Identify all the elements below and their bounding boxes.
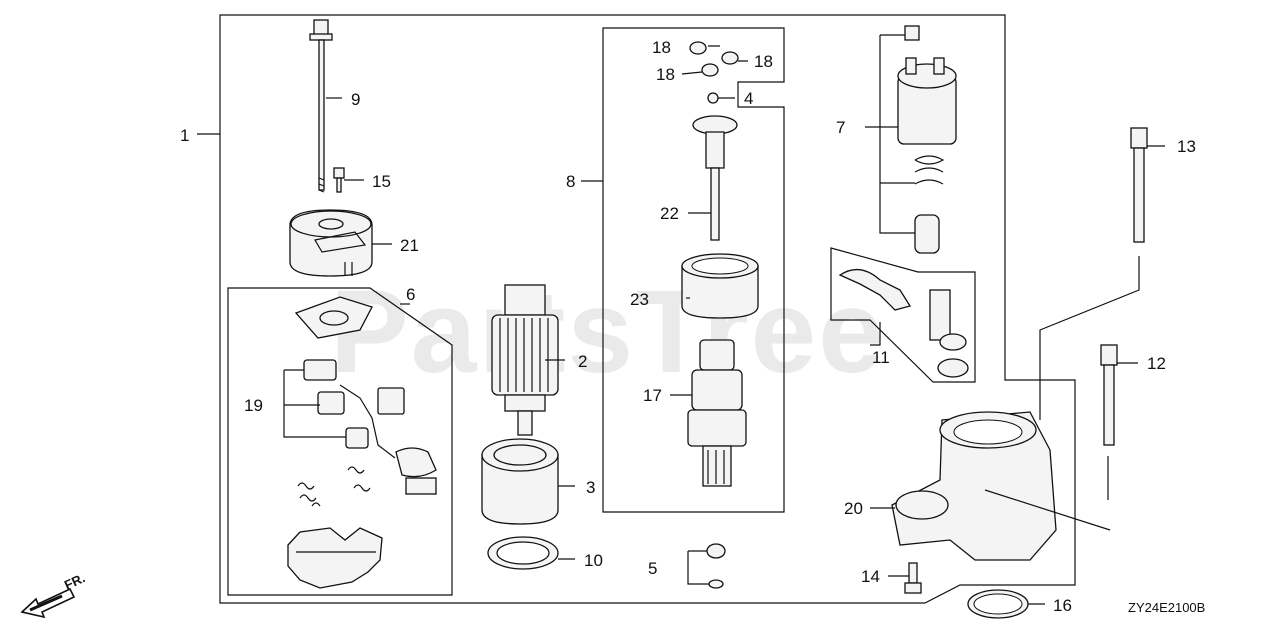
callout-5: 5 — [648, 559, 657, 578]
callout-7: 7 — [836, 118, 845, 137]
callout-9: 9 — [351, 90, 360, 109]
callout-20: 20 — [844, 499, 863, 518]
diagram-code: ZY24E2100B — [1128, 600, 1205, 615]
callout-3: 3 — [586, 478, 595, 497]
callout-17: 17 — [643, 386, 662, 405]
callout-12: 12 — [1147, 354, 1166, 373]
pinion-shaft-part — [692, 115, 738, 241]
screw-14-part — [904, 562, 922, 594]
callout-19: 19 — [244, 396, 263, 415]
ball-part — [707, 92, 719, 104]
assembly-outline — [219, 14, 1076, 604]
solenoid-part — [897, 25, 957, 254]
bolt-12-part — [1100, 344, 1118, 446]
pinion-group-outline — [602, 27, 785, 513]
callout-18-left: 18 — [656, 65, 675, 84]
leader-lines — [197, 34, 1165, 605]
rear-cover-part — [289, 209, 373, 277]
armature-part — [491, 284, 559, 436]
front-direction-label: FR. — [62, 570, 87, 592]
callout-13: 13 — [1177, 137, 1196, 156]
o-ring-part — [967, 589, 1029, 619]
callout-18-right: 18 — [754, 52, 773, 71]
watermark: PartsTree — [330, 266, 886, 398]
brush-springs-part — [297, 466, 371, 507]
callout-22: 22 — [660, 204, 679, 223]
nut-parts — [689, 41, 739, 77]
screw-part — [333, 167, 345, 193]
front-direction-arrow-icon — [20, 587, 76, 619]
ring-part — [487, 536, 559, 570]
pinion-clutch-part — [687, 339, 747, 487]
washer-clip-parts — [706, 543, 726, 589]
lever-group-outline — [830, 247, 976, 383]
callout-1: 1 — [180, 126, 189, 145]
callout-2: 2 — [578, 352, 587, 371]
callout-6: 6 — [406, 285, 415, 304]
callout-16: 16 — [1053, 596, 1072, 615]
through-bolt-part — [309, 19, 333, 193]
bolt-13-part — [1130, 127, 1148, 243]
callout-21: 21 — [400, 236, 419, 255]
callout-11: 11 — [872, 348, 890, 367]
brush-set-part — [303, 359, 437, 495]
internal-gear-part — [681, 253, 759, 319]
callout-14: 14 — [861, 567, 880, 586]
brush-holder-part — [287, 527, 383, 589]
lever-parts — [838, 268, 969, 378]
callout-10: 10 — [584, 551, 603, 570]
callout-4: 4 — [744, 89, 753, 108]
brush-plate-part — [294, 296, 373, 339]
brush-group-outline — [227, 287, 453, 596]
yoke-part — [481, 438, 559, 525]
callout-18-top: 18 — [652, 38, 671, 57]
callout-8: 8 — [566, 172, 575, 191]
callout-15: 15 — [372, 172, 391, 191]
front-housing-part — [891, 411, 1057, 561]
callout-23: 23 — [630, 290, 649, 309]
